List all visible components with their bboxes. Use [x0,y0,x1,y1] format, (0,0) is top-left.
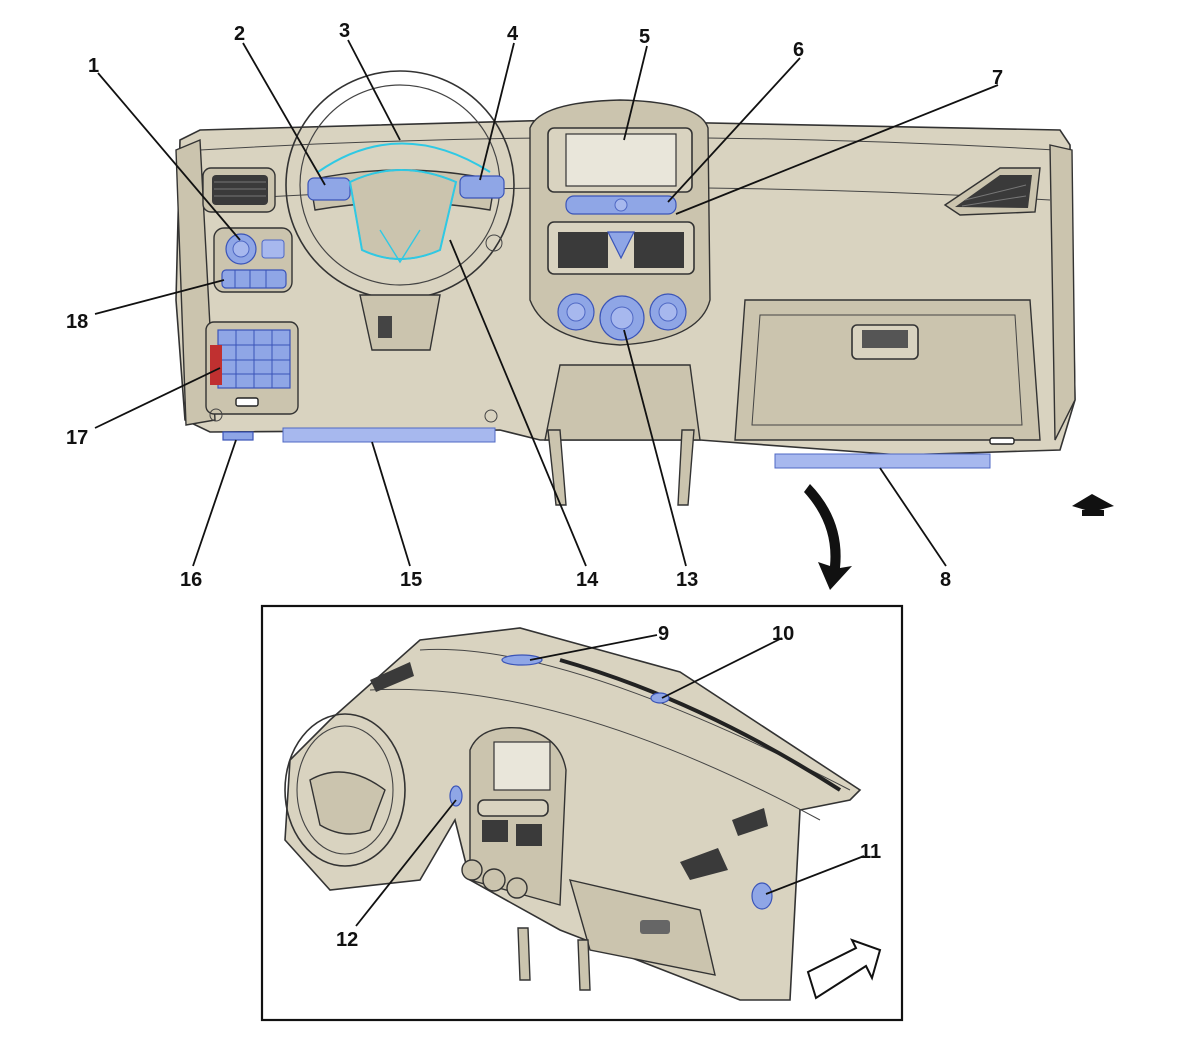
callout-7: 7 [992,67,1003,89]
callout-9: 9 [658,623,669,645]
callout-numbers: 1 2 3 4 5 6 7 8 13 14 15 16 17 18 9 10 1… [66,20,1003,951]
callout-13: 13 [676,569,698,591]
leader-lines [94,39,999,927]
center-stack [529,99,711,441]
right-air-vent [943,167,1041,216]
callout-2: 2 [234,23,245,45]
glove-box [734,299,1041,445]
callout-11: 11 [860,841,881,863]
callout-12: 12 [336,929,358,951]
callout-18: 18 [66,311,88,333]
callout-15: 15 [400,569,422,591]
instrument-panel-inset-view [260,604,904,1022]
callout-4: 4 [507,23,519,45]
callout-17: 17 [66,427,88,449]
headlamp-switch [213,227,293,293]
callout-10: 10 [772,623,794,645]
steering-wheel [285,70,515,351]
callout-14: 14 [576,569,599,591]
left-air-vent [202,167,276,213]
forward-direction-arrow-icon [806,938,882,1000]
vehicle-front-icon [1072,494,1114,516]
view-direction-arrow-icon [804,484,852,590]
callout-8: 8 [940,569,951,591]
fuse-block [205,321,299,422]
callout-1: 1 [88,55,99,77]
instrument-panel-main-view [175,70,1114,590]
callout-16: 16 [180,569,202,591]
callout-5: 5 [639,26,650,48]
callout-3: 3 [339,20,350,42]
callout-6: 6 [793,39,804,61]
